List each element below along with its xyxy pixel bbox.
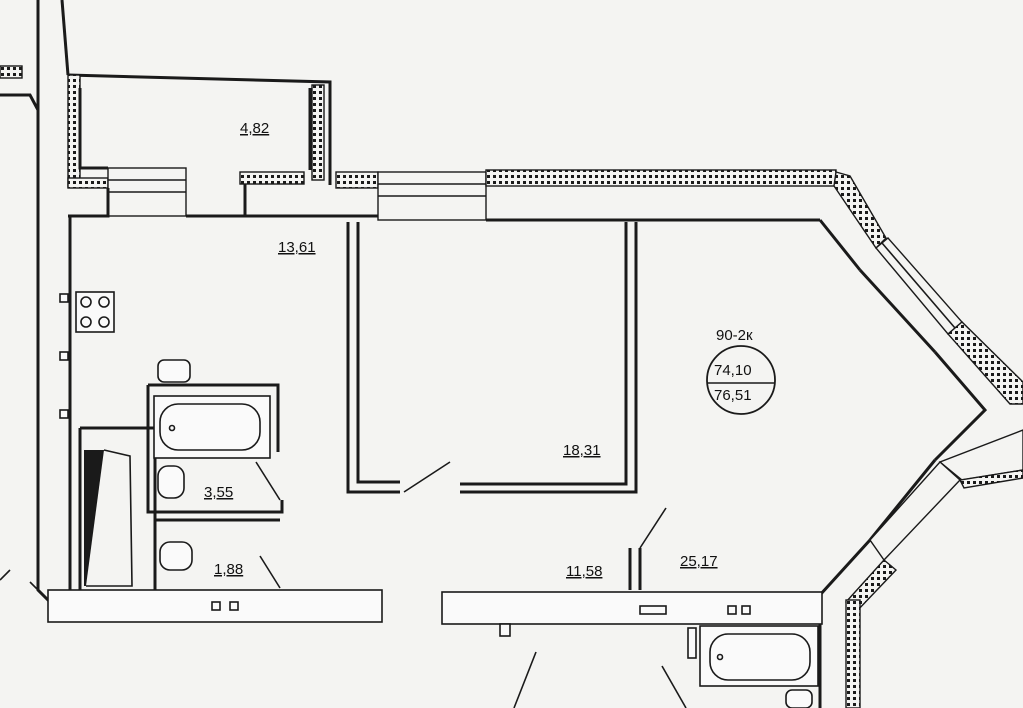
apartment-type-label: 90-2к <box>716 327 753 344</box>
total-area-label: 76,51 <box>714 387 752 404</box>
bedroom-area-label: 18,31 <box>563 442 601 459</box>
bottom-walls <box>0 569 823 708</box>
interior-walls <box>68 216 667 590</box>
bathroom-area-label: 3,55 <box>204 484 233 501</box>
living-area-total-label: 74,10 <box>714 362 752 379</box>
stove <box>59 291 115 419</box>
kitchen-area-label: 13,61 <box>278 239 316 256</box>
balcony-area-label: 4,82 <box>240 120 269 137</box>
balcony <box>67 73 332 189</box>
hallway-area-label: 11,58 <box>566 563 602 580</box>
exterior-top-wall <box>68 167 837 222</box>
bathroom-fixtures <box>153 359 271 571</box>
apartment-badge <box>706 345 776 415</box>
bay-window-walls <box>818 171 1023 708</box>
closet <box>84 449 133 587</box>
living-room-area-label: 25,17 <box>680 553 718 570</box>
toilet-area-label: 1,88 <box>214 561 243 578</box>
